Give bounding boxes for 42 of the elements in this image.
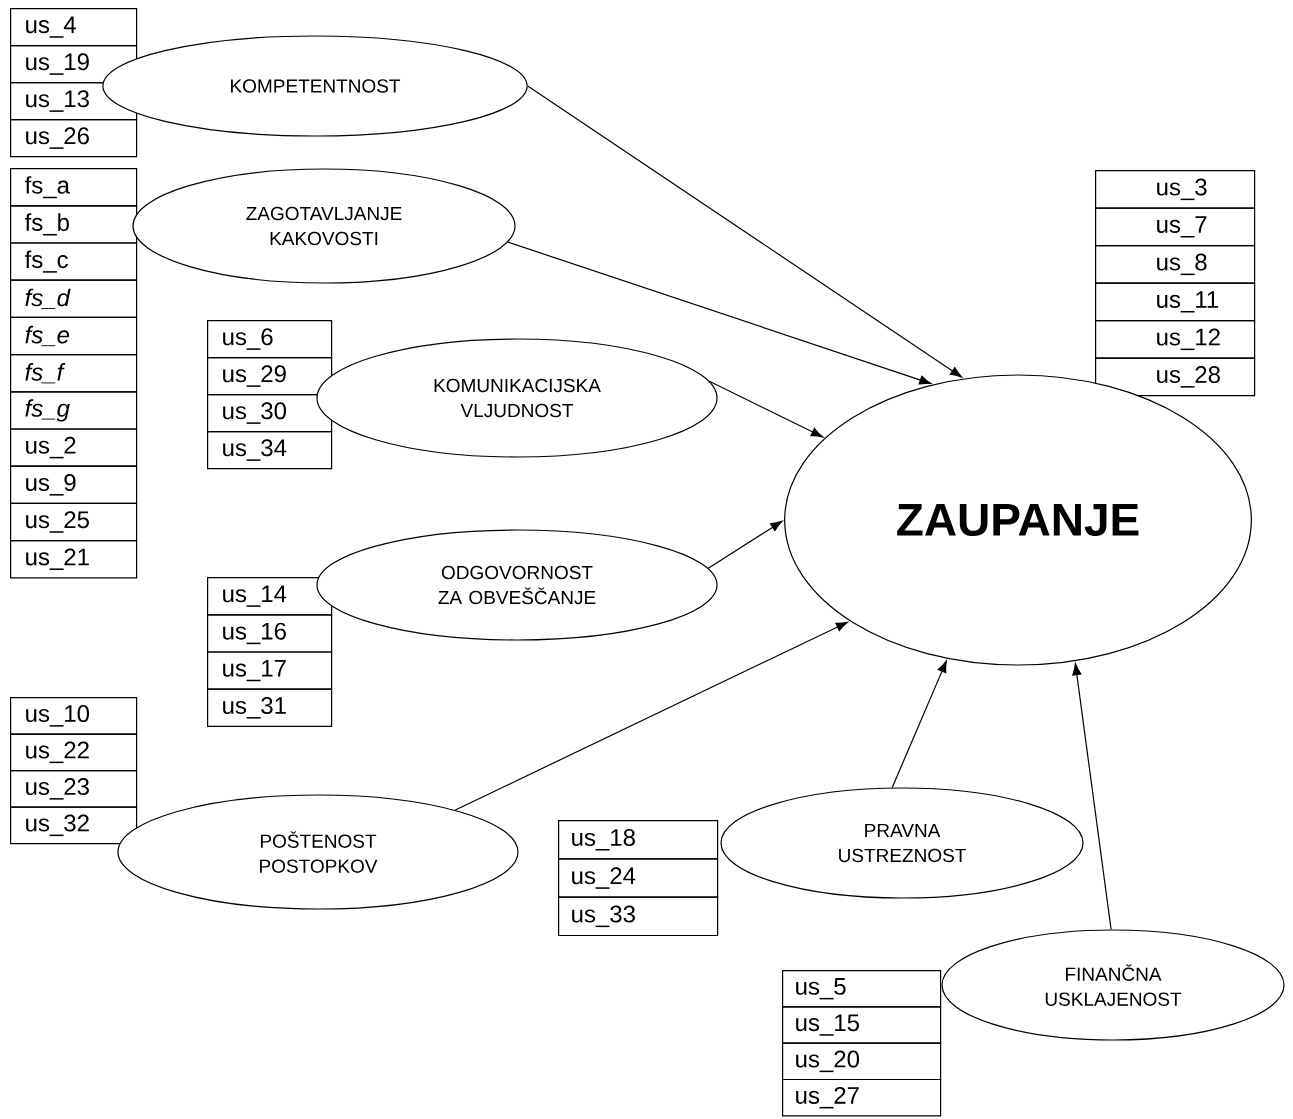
item-box: us_18 [558, 820, 719, 860]
item-box: us_4 [10, 8, 138, 47]
item-box: us_7 [1095, 207, 1256, 247]
item-box: us_6 [207, 320, 333, 359]
item-box: us_2 [10, 428, 138, 467]
item-box: us_10 [10, 697, 138, 735]
item-box: us_15 [782, 1006, 942, 1044]
arrow [891, 660, 947, 789]
item-box: us_31 [207, 688, 333, 727]
item-box: fs_d [10, 279, 138, 318]
arrow [527, 85, 963, 378]
item-box: us_23 [10, 770, 138, 808]
item-box: fs_a [10, 168, 138, 207]
item-box: fs_e [10, 316, 138, 356]
item-box: us_20 [782, 1042, 942, 1081]
item-box: us_5 [782, 970, 942, 1008]
item-box: us_9 [10, 465, 138, 504]
item-box: us_22 [10, 733, 138, 772]
arrow [1072, 663, 1112, 930]
arrow [708, 380, 824, 438]
item-box: us_24 [558, 858, 719, 898]
item-box: us_32 [10, 806, 138, 845]
item-box: fs_f [10, 354, 138, 393]
item-box: fs_b [10, 205, 138, 244]
item-box: us_8 [1095, 245, 1256, 284]
item-box: us_12 [1095, 320, 1256, 359]
item-box: us_11 [1095, 282, 1256, 322]
item-box: us_21 [10, 540, 138, 579]
item-box: fs_g [10, 391, 138, 430]
item-box: us_29 [207, 357, 333, 396]
item-box: fs_c [10, 242, 138, 281]
item-box: us_26 [10, 119, 138, 158]
item-box: us_27 [782, 1078, 942, 1117]
item-box: us_3 [1095, 170, 1256, 209]
item-box: us_33 [558, 896, 719, 937]
arrow [707, 520, 783, 569]
item-box: us_34 [207, 431, 333, 470]
item-box: us_16 [207, 614, 333, 653]
item-box: us_25 [10, 502, 138, 542]
item-box: us_17 [207, 651, 333, 690]
arrow [454, 621, 848, 811]
arrow [507, 241, 932, 385]
